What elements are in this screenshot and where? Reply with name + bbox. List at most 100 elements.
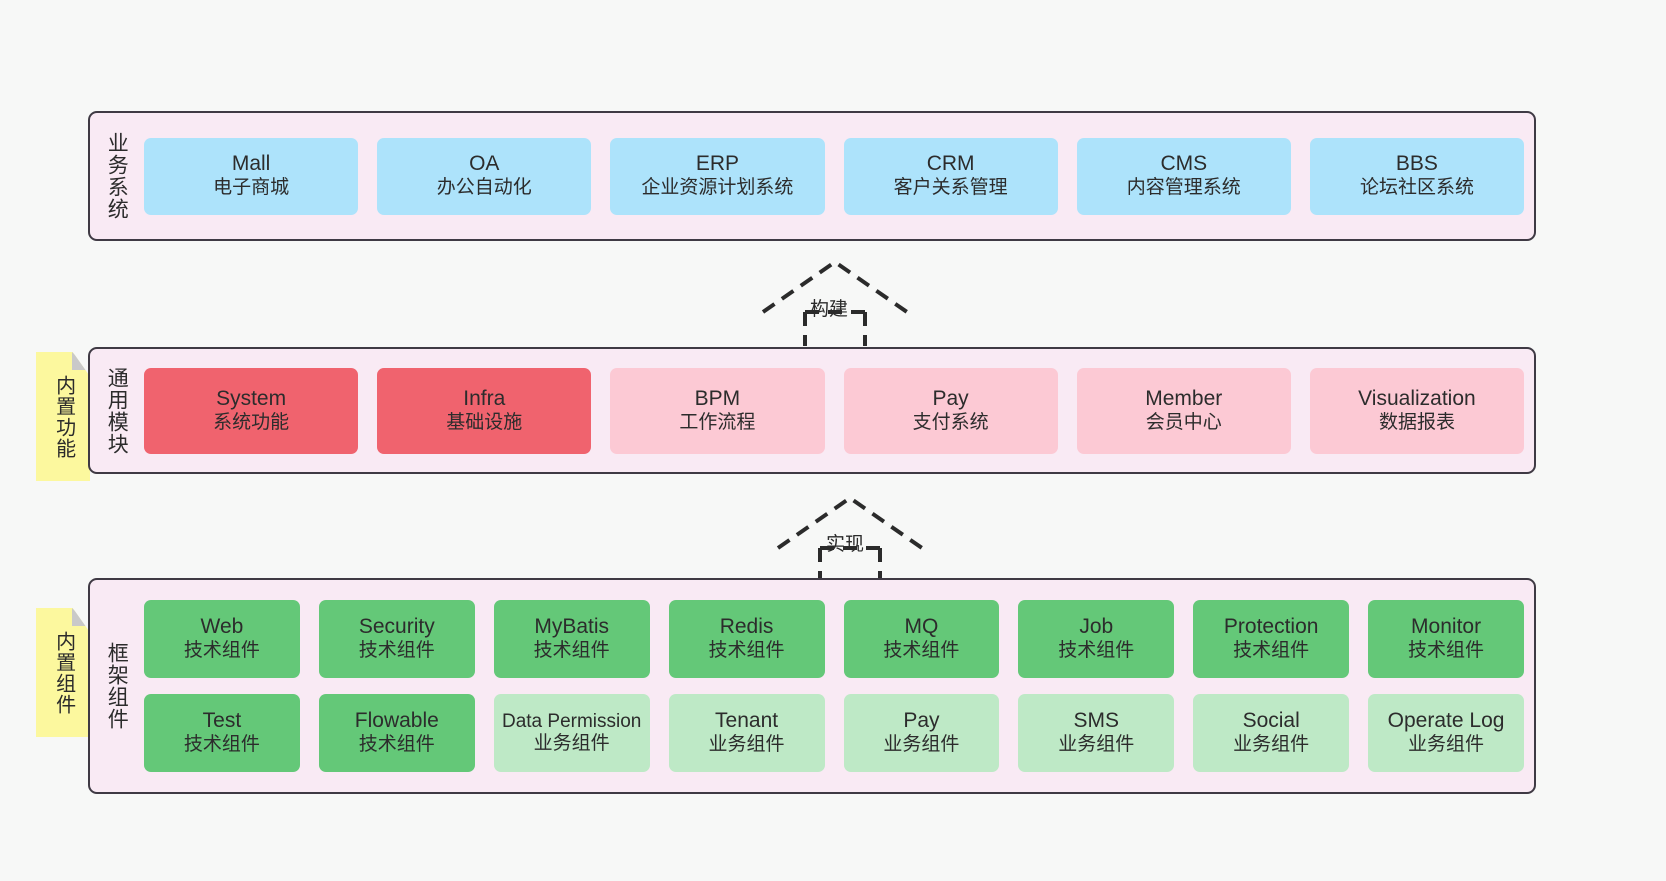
business-node-row: Mall 电子商城 OA 办公自动化 ERP 企业资源计划系统 CRM 客户关系…: [144, 137, 1525, 215]
note-builtin-features: 内置功能: [36, 352, 90, 481]
node-test[interactable]: Test 技术组件: [144, 694, 300, 772]
node-title: Flowable: [354, 709, 439, 733]
framework-node-row-1: Web 技术组件 Security 技术组件 MyBatis 技术组件 Redi…: [144, 600, 1524, 678]
node-subtitle: 内容管理系统: [1126, 177, 1241, 199]
node-subtitle: 支付系统: [912, 411, 989, 433]
node-subtitle: 数据报表: [1378, 411, 1455, 433]
node-title: Tenant: [715, 709, 779, 733]
node-subtitle: 办公自动化: [436, 177, 532, 199]
node-subtitle: 会员中心: [1145, 411, 1222, 433]
common-node-row: System 系统功能 Infra 基础设施 BPM 工作流程 Pay 支付系统…: [144, 367, 1525, 454]
node-title: SMS: [1073, 709, 1120, 733]
layer-title-framework: 框架组件: [105, 642, 129, 730]
node-subtitle: 技术组件: [1233, 640, 1310, 662]
node-visualization[interactable]: Visualization 数据报表: [1309, 367, 1525, 454]
node-subtitle: 客户关系管理: [893, 177, 1008, 199]
node-security[interactable]: Security 技术组件: [318, 600, 475, 678]
node-infra[interactable]: Infra 基础设施: [377, 367, 592, 454]
node-subtitle: 技术组件: [183, 734, 260, 756]
node-system[interactable]: System 系统功能: [144, 367, 359, 454]
node-subtitle: 业务组件: [1233, 734, 1310, 756]
node-subtitle: 业务组件: [533, 733, 610, 754]
node-job[interactable]: Job 技术组件: [1018, 600, 1175, 678]
node-subtitle: 业务组件: [1408, 734, 1485, 756]
node-pay-component[interactable]: Pay 业务组件: [843, 694, 1000, 772]
node-cms[interactable]: CMS 内容管理系统: [1076, 137, 1291, 215]
node-title: Operate Log: [1387, 709, 1505, 733]
node-subtitle: 业务组件: [708, 734, 785, 756]
node-redis[interactable]: Redis 技术组件: [668, 600, 825, 678]
node-title: OA: [469, 152, 500, 176]
node-subtitle: 技术组件: [358, 640, 435, 662]
node-flowable[interactable]: Flowable 技术组件: [318, 694, 475, 772]
node-sms[interactable]: SMS 业务组件: [1018, 694, 1175, 772]
node-subtitle: 工作流程: [679, 411, 756, 433]
node-monitor[interactable]: Monitor 技术组件: [1368, 600, 1524, 678]
node-subtitle: 系统功能: [213, 411, 290, 433]
node-operate-log[interactable]: Operate Log 业务组件: [1368, 694, 1524, 772]
connector-implement-arrow: [770, 492, 930, 582]
node-protection[interactable]: Protection 技术组件: [1193, 600, 1350, 678]
note-text: 内置功能: [52, 374, 75, 459]
node-title: MQ: [904, 615, 939, 639]
framework-node-row-2: Test 技术组件 Flowable 技术组件 Data Permission …: [144, 694, 1524, 772]
node-title: Security: [358, 615, 435, 639]
node-title: Member: [1145, 386, 1223, 410]
node-title: Visualization: [1358, 386, 1476, 410]
node-title: MyBatis: [534, 615, 610, 639]
node-title: ERP: [695, 152, 740, 176]
node-pay-common[interactable]: Pay 支付系统: [843, 367, 1058, 454]
node-title: BPM: [694, 386, 741, 410]
node-mq[interactable]: MQ 技术组件: [843, 600, 1000, 678]
node-title: Data Permission: [501, 710, 642, 732]
node-subtitle: 技术组件: [883, 640, 960, 662]
node-oa[interactable]: OA 办公自动化: [377, 137, 592, 215]
node-title: Web: [200, 615, 244, 639]
node-subtitle: 技术组件: [533, 640, 610, 662]
node-erp[interactable]: ERP 企业资源计划系统: [610, 137, 825, 215]
node-title: Protection: [1223, 615, 1319, 639]
node-title: Pay: [932, 386, 969, 410]
node-social[interactable]: Social 业务组件: [1193, 694, 1350, 772]
node-title: Infra: [463, 386, 506, 410]
node-subtitle: 电子商城: [213, 177, 290, 199]
node-subtitle: 技术组件: [1408, 640, 1485, 662]
layer-business-systems: 业务系统 Mall 电子商城 OA 办公自动化 ERP 企业资源计划系统 CRM…: [88, 111, 1536, 241]
node-mybatis[interactable]: MyBatis 技术组件: [493, 600, 650, 678]
node-title: Monitor: [1411, 615, 1482, 639]
node-mall[interactable]: Mall 电子商城: [144, 137, 359, 215]
node-title: Job: [1079, 615, 1114, 639]
note-text: 内置组件: [52, 630, 75, 715]
node-title: Redis: [719, 615, 774, 639]
node-crm[interactable]: CRM 客户关系管理: [843, 137, 1058, 215]
node-subtitle: 业务组件: [883, 734, 960, 756]
layer-body-common: System 系统功能 Infra 基础设施 BPM 工作流程 Pay 支付系统…: [142, 349, 1534, 472]
node-subtitle: 业务组件: [1058, 734, 1135, 756]
layer-title-common: 通用模块: [105, 366, 129, 455]
connector-build-label: 构建: [810, 299, 849, 320]
node-title: Pay: [903, 709, 940, 733]
node-title: CRM: [926, 152, 975, 176]
node-member[interactable]: Member 会员中心: [1076, 367, 1291, 454]
layer-body-framework: Web 技术组件 Security 技术组件 MyBatis 技术组件 Redi…: [142, 580, 1534, 792]
node-title: System: [216, 386, 287, 410]
layer-body-business: Mall 电子商城 OA 办公自动化 ERP 企业资源计划系统 CRM 客户关系…: [142, 113, 1534, 239]
node-subtitle: 论坛社区系统: [1359, 177, 1474, 199]
node-title: BBS: [1395, 152, 1438, 176]
node-subtitle: 技术组件: [708, 640, 785, 662]
node-subtitle: 技术组件: [1058, 640, 1135, 662]
layer-title-business: 业务系统: [105, 132, 129, 220]
node-title: Test: [202, 709, 242, 733]
layer-framework-components: 框架组件 Web 技术组件 Security 技术组件 MyBatis 技术组件…: [88, 578, 1536, 794]
node-web[interactable]: Web 技术组件: [144, 600, 300, 678]
node-tenant[interactable]: Tenant 业务组件: [668, 694, 825, 772]
node-title: Mall: [231, 152, 271, 176]
connector-build-arrow: [755, 256, 915, 346]
node-subtitle: 企业资源计划系统: [641, 177, 794, 199]
note-builtin-components: 内置组件: [36, 608, 90, 737]
node-data-permission[interactable]: Data Permission 业务组件: [493, 694, 650, 772]
node-bbs[interactable]: BBS 论坛社区系统: [1309, 137, 1525, 215]
node-subtitle: 技术组件: [183, 640, 260, 662]
node-bpm[interactable]: BPM 工作流程: [610, 367, 825, 454]
node-title: Social: [1242, 709, 1300, 733]
